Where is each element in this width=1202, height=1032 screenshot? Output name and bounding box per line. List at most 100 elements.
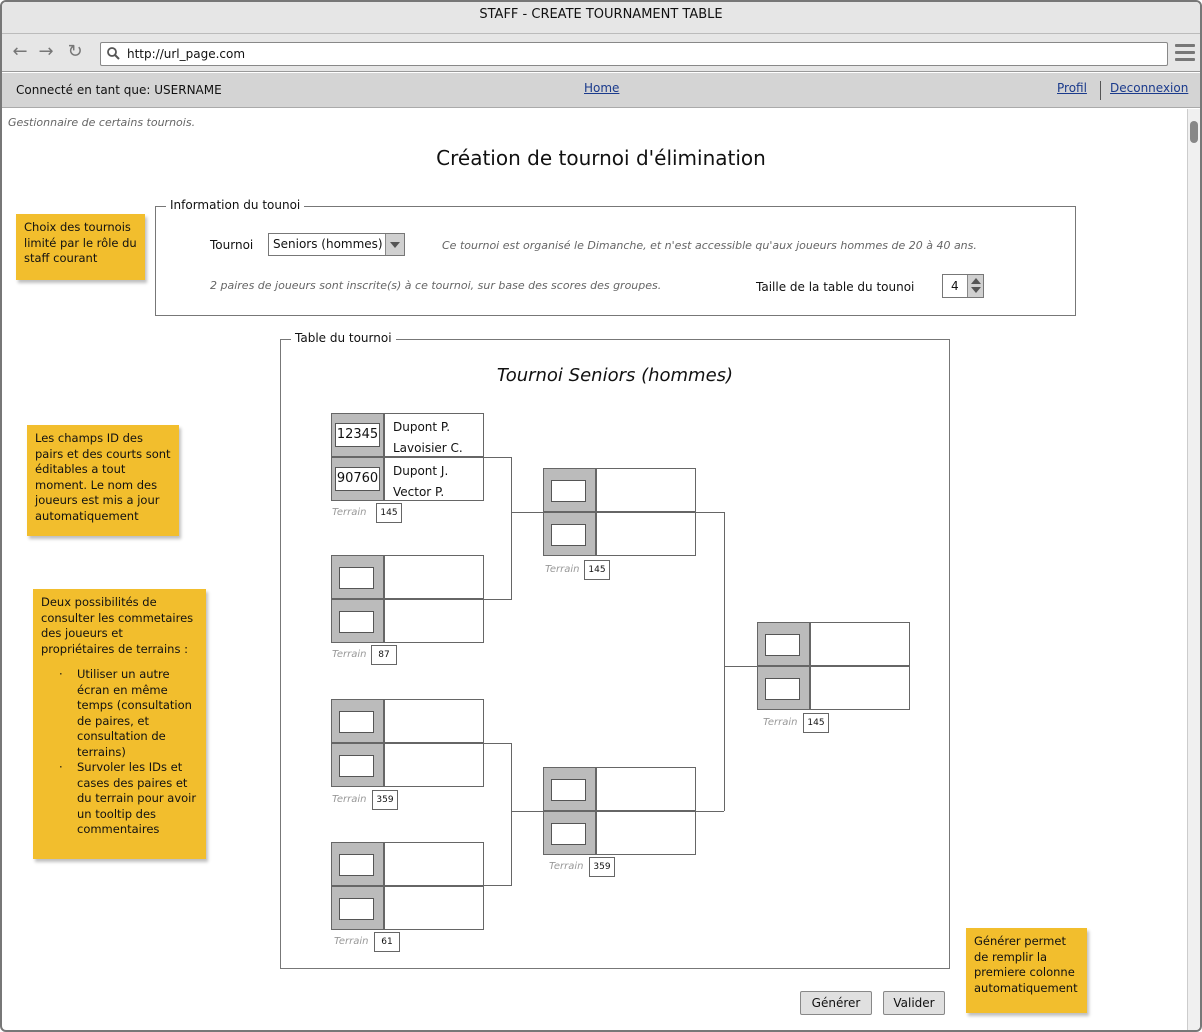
player-name: Vector P.: [393, 485, 445, 499]
pair-id-input[interactable]: [551, 480, 586, 502]
pair-players-cell: [384, 842, 484, 886]
chevron-up-icon[interactable]: [971, 278, 981, 284]
pair-id-input[interactable]: [339, 567, 374, 589]
pair-players-cell: [810, 666, 910, 710]
pair-id-cell: [331, 555, 384, 599]
tournoi-select[interactable]: Seniors (hommes): [268, 233, 405, 256]
pair-id-input[interactable]: [339, 711, 374, 733]
valider-button[interactable]: Valider: [883, 991, 945, 1015]
pair-id-cell: 90760: [331, 457, 384, 501]
pair-id-cell: [543, 811, 596, 855]
terrain-id-input[interactable]: 145: [584, 560, 610, 580]
terrain-label: Terrain: [763, 717, 798, 728]
terrain-id-input[interactable]: 87: [371, 645, 397, 665]
pair-players-cell: [384, 555, 484, 599]
pair-players-cell: Dupont J.Vector P.: [384, 457, 484, 501]
pair-id-input[interactable]: [339, 854, 374, 876]
reload-icon[interactable]: ↻: [67, 41, 83, 62]
url-bar[interactable]: http://url_page.com: [100, 42, 1168, 66]
pair-players-cell: [384, 886, 484, 930]
player-name: Lavoisier C.: [393, 441, 463, 455]
url-text: http://url_page.com: [127, 47, 246, 61]
note-generate: Générer permet de remplir la premiere co…: [966, 928, 1087, 1013]
back-icon[interactable]: ←: [12, 41, 28, 62]
pair-players-cell: Dupont P. Lavoisier C.: [384, 413, 484, 457]
pair-id-input[interactable]: [551, 779, 586, 801]
pair-id-cell: [543, 468, 596, 512]
pair-players-cell: [596, 512, 696, 556]
pair-players-cell: [810, 622, 910, 666]
pair-id-input[interactable]: [339, 611, 374, 633]
pair-id-input[interactable]: 90760: [335, 467, 380, 491]
pair-id-input[interactable]: [551, 524, 586, 546]
logged-in-user: Connecté en tant que: USERNAME: [16, 83, 222, 97]
chevron-down-icon[interactable]: [971, 287, 981, 293]
pair-id-input[interactable]: [765, 678, 800, 700]
hamburger-menu-icon[interactable]: [1175, 44, 1195, 64]
pairs-info: 2 paires de joueurs sont inscrite(s) à c…: [210, 279, 662, 292]
player-name: Dupont P.: [393, 420, 451, 434]
note-comments-list: Utiliser un autre écran en même temps (c…: [41, 667, 198, 838]
pair-id-cell: [331, 886, 384, 930]
bracket-connector: [484, 599, 511, 600]
pair-id-cell: [543, 512, 596, 556]
bracket-title: Tournoi Seniors (hommes): [496, 365, 734, 386]
forward-icon[interactable]: →: [38, 41, 54, 62]
bracket-connector: [511, 743, 512, 886]
pair-id-cell: 12345: [331, 413, 384, 457]
terrain-label: Terrain: [332, 507, 367, 518]
pair-id-cell: [757, 622, 810, 666]
deconnexion-link[interactable]: Deconnexion: [1110, 81, 1189, 95]
note-comments-intro: Deux possibilités de consulter les comme…: [41, 595, 194, 656]
app-header: Connecté en tant que: USERNAME Home Prof…: [2, 73, 1200, 108]
terrain-id-input[interactable]: 145: [376, 503, 402, 523]
pair-id-cell: [331, 743, 384, 787]
pair-players-cell: [384, 699, 484, 743]
pair-players-cell: [384, 743, 484, 787]
bracket-connector: [511, 811, 543, 812]
pair-id-input[interactable]: [765, 634, 800, 656]
bracket-connector: [696, 512, 724, 513]
vertical-scrollbar[interactable]: [1187, 109, 1200, 1030]
size-value: 4: [951, 279, 959, 293]
header-separator: [1100, 81, 1101, 100]
info-legend: Information du tounoi: [166, 198, 305, 212]
pair-id-input[interactable]: [339, 898, 374, 920]
bracket-connector: [484, 885, 511, 886]
chevron-down-icon: [385, 234, 404, 255]
stepper-buttons[interactable]: [967, 275, 983, 297]
size-stepper[interactable]: 4: [942, 274, 984, 298]
pair-id-input[interactable]: [551, 823, 586, 845]
pair-players-cell: [596, 767, 696, 811]
bracket-connector: [484, 743, 511, 744]
pair-id-cell: [331, 599, 384, 643]
generer-button[interactable]: Générer: [800, 991, 872, 1015]
terrain-label: Terrain: [332, 649, 367, 660]
pair-id-input[interactable]: 12345: [335, 423, 380, 447]
pair-id-input[interactable]: [339, 755, 374, 777]
note-comments: Deux possibilités de consulter les comme…: [33, 589, 206, 859]
terrain-id-input[interactable]: 359: [372, 790, 398, 810]
profil-link[interactable]: Profil: [1057, 81, 1087, 95]
home-link[interactable]: Home: [584, 81, 620, 95]
tournoi-description: Ce tournoi est organisé le Dimanche, et …: [442, 239, 977, 252]
size-label: Taille de la table du tounoi: [756, 280, 915, 294]
note-editable-ids: Les champs ID des pairs et des courts so…: [27, 425, 179, 536]
terrain-id-input[interactable]: 359: [589, 857, 615, 877]
terrain-label: Terrain: [545, 564, 580, 575]
note-tournament-choice: Choix des tournois limité par le rôle du…: [16, 214, 145, 280]
pair-players-cell: [596, 811, 696, 855]
terrain-label: Terrain: [549, 861, 584, 872]
bracket-connector: [511, 457, 512, 600]
scrollbar-thumb[interactable]: [1190, 121, 1198, 143]
page-subtitle: Gestionnaire de certains tournois.: [8, 116, 196, 129]
terrain-id-input[interactable]: 61: [374, 932, 400, 952]
note-comments-item: Survoler les IDs et cases des paires et …: [59, 760, 198, 838]
terrain-id-input[interactable]: 145: [803, 713, 829, 733]
table-legend: Table du tournoi: [291, 331, 396, 345]
pair-players-cell: [596, 468, 696, 512]
tournoi-label: Tournoi: [210, 238, 254, 252]
table-fieldset: Table du tournoi: [280, 331, 950, 969]
page-title: Création de tournoi d'élimination: [436, 146, 766, 170]
note-comments-item: Utiliser un autre écran en même temps (c…: [59, 667, 198, 760]
